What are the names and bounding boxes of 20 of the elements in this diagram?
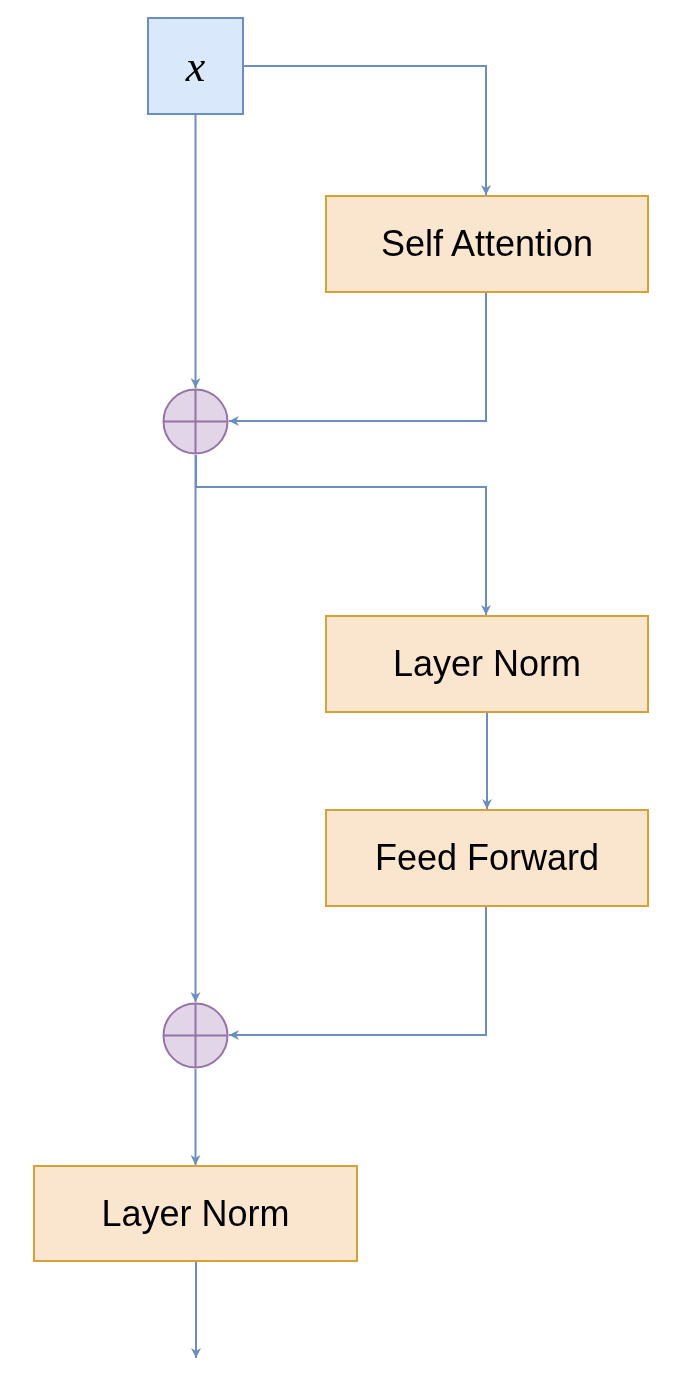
arrow — [228, 292, 487, 426]
box-label: Self Attention — [380, 223, 594, 265]
process-box — [33, 1165, 358, 1262]
arrow — [190, 454, 201, 1003]
arrow — [191, 1261, 201, 1359]
box-label: Layer Norm — [101, 1192, 290, 1235]
sum-circle — [162, 1002, 229, 1069]
box-label: Layer Norm — [392, 643, 582, 685]
arrow — [228, 906, 487, 1040]
process-box — [325, 195, 649, 293]
box-label: Feed Forward — [374, 837, 600, 879]
arrow — [482, 712, 492, 810]
process-box — [147, 17, 244, 115]
arrow — [243, 65, 491, 196]
arrow — [190, 114, 201, 389]
process-box — [325, 809, 649, 907]
box-label: x — [185, 40, 206, 92]
sum-circle — [162, 388, 229, 455]
process-box — [325, 615, 649, 713]
arrow — [190, 1068, 201, 1166]
